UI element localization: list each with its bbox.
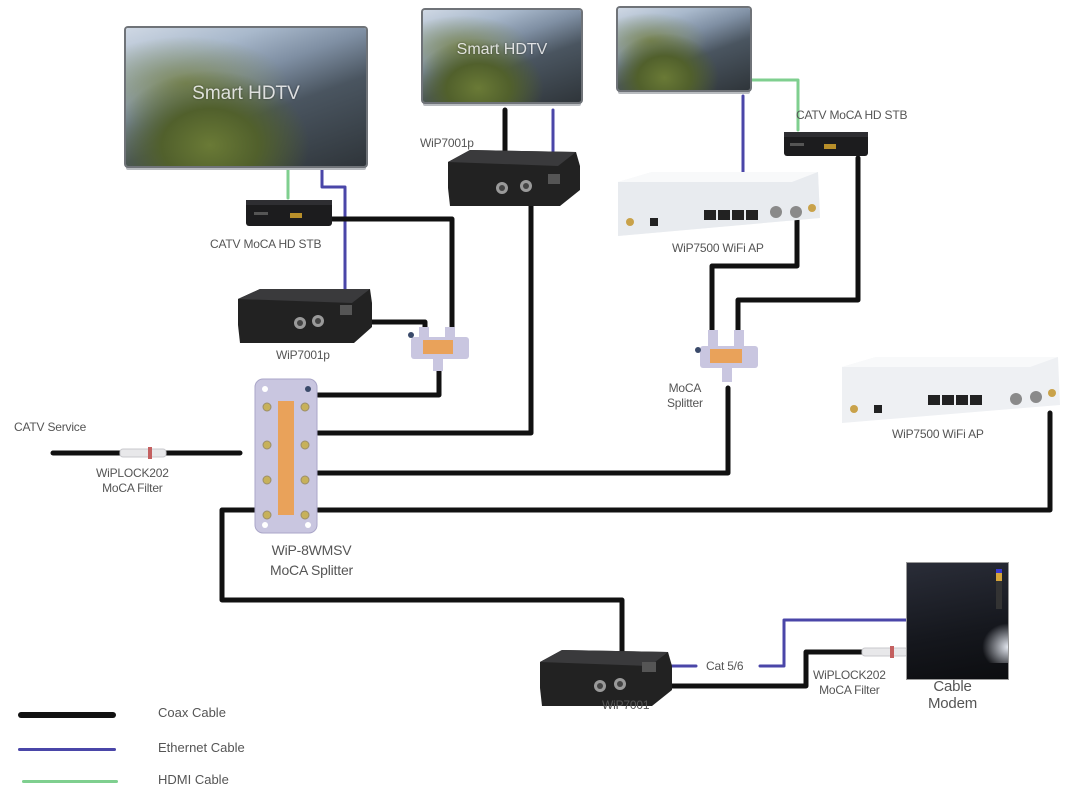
cable-modem-glow <box>982 623 1008 663</box>
legend-item-coax: Coax Cable <box>18 705 226 720</box>
moca-filter-right <box>861 646 909 658</box>
legend-item-ethernet: Ethernet Cable <box>18 740 245 755</box>
tv-left-label: Smart HDTV <box>192 83 300 105</box>
adapter-middle-label: WiP7001p <box>420 136 474 150</box>
ethernet-cable-left-tv-adapter <box>320 163 347 312</box>
adapter-left-label: WiP7001p <box>276 348 330 362</box>
stb-left-label: CATV MoCA HD STB <box>210 237 322 251</box>
cable-modem-label-line1: Cable <box>933 678 972 695</box>
main-splitter-label-line2: MoCA Splitter <box>270 562 353 579</box>
filter-left-label-line1: WiPLOCK202 <box>96 466 169 480</box>
coax-cable-splitter2way-main-splitter <box>315 367 442 398</box>
coax-cable-ap-right-main-splitter <box>315 410 1053 513</box>
hdmi-cable-right-tv-stb <box>749 78 800 132</box>
cable-modem <box>906 562 1009 680</box>
coax-cable-middle-adapter-main-splitter <box>315 187 534 436</box>
ethernet-cable-cat56-right <box>758 618 912 668</box>
coax-cable-main-splitter-adapter-bottom <box>219 507 625 675</box>
splitter-right-label: MoCA Splitter <box>667 381 703 411</box>
splitter-right-label-line1: MoCA <box>668 381 702 395</box>
wifi-ap-top <box>618 172 820 236</box>
filter-left-label: WiPLOCK202 MoCA Filter <box>96 466 169 496</box>
adapter-wip7001p-middle <box>448 150 580 206</box>
coax-cable-adapter-bottom-filter <box>602 649 865 689</box>
splitter-right-label-line2: Splitter <box>667 396 703 410</box>
stb-right <box>784 132 868 156</box>
ap-right-label: WiP7500 WiFi AP <box>892 427 984 441</box>
coax-cable-right-splitter-main-splitter <box>315 385 731 476</box>
filter-right-label: WiPLOCK202 MoCA Filter <box>813 668 886 698</box>
legend-swatch-coax <box>18 712 116 718</box>
main-splitter-label-line1: WiP-8WMSV <box>271 542 352 558</box>
adapter-wip7001-bottom <box>540 650 672 706</box>
wifi-ap-right <box>842 357 1060 423</box>
smart-hdtv-middle: Smart HDTV <box>423 10 581 102</box>
coax-cable-ap-top-splitter-right <box>709 215 800 333</box>
main-splitter-label: WiP-8WMSV MoCA Splitter <box>270 540 353 581</box>
filter-left-label-line2: MoCA Filter <box>102 481 163 495</box>
coax-cable-stb-right-splitter-right <box>735 155 861 335</box>
legend-swatch-ethernet <box>18 748 116 751</box>
ap-top-label: WiP7500 WiFi AP <box>672 241 764 255</box>
catv-service-label: CATV Service <box>14 420 87 434</box>
smart-hdtv-left: Smart HDTV <box>126 28 366 166</box>
cat56-cable-label: Cat 5/6 <box>706 659 744 673</box>
stb-right-label: CATV MoCA HD STB <box>796 108 908 122</box>
filter-right-label-line1: WiPLOCK202 <box>813 668 886 682</box>
filter-right-label-line2: MoCA Filter <box>819 683 880 697</box>
cable-modem-leds <box>996 569 1002 609</box>
legend-swatch-hdmi <box>22 780 118 783</box>
adapter-bottom-label: WiP7001 <box>602 698 650 712</box>
main-8way-moca-splitter <box>254 378 318 534</box>
coax-cable-stb-left-splitter2way <box>329 216 455 331</box>
legend-label-coax: Coax Cable <box>158 705 226 720</box>
smart-hdtv-right <box>618 8 750 90</box>
cable-modem-label-line2: Modem <box>928 695 978 713</box>
legend-label-ethernet: Ethernet Cable <box>158 740 245 755</box>
two-way-splitter-left <box>408 327 469 371</box>
legend-item-hdmi: HDMI Cable <box>22 772 229 787</box>
adapter-wip7001p-left <box>238 289 372 343</box>
legend-label-hdmi: HDMI Cable <box>158 772 229 787</box>
two-way-splitter-right <box>695 330 758 382</box>
stb-left <box>246 200 332 226</box>
cable-modem-label: Cable Modem <box>928 678 977 713</box>
tv-middle-label: Smart HDTV <box>456 41 548 59</box>
moca-filter-left <box>119 447 167 459</box>
